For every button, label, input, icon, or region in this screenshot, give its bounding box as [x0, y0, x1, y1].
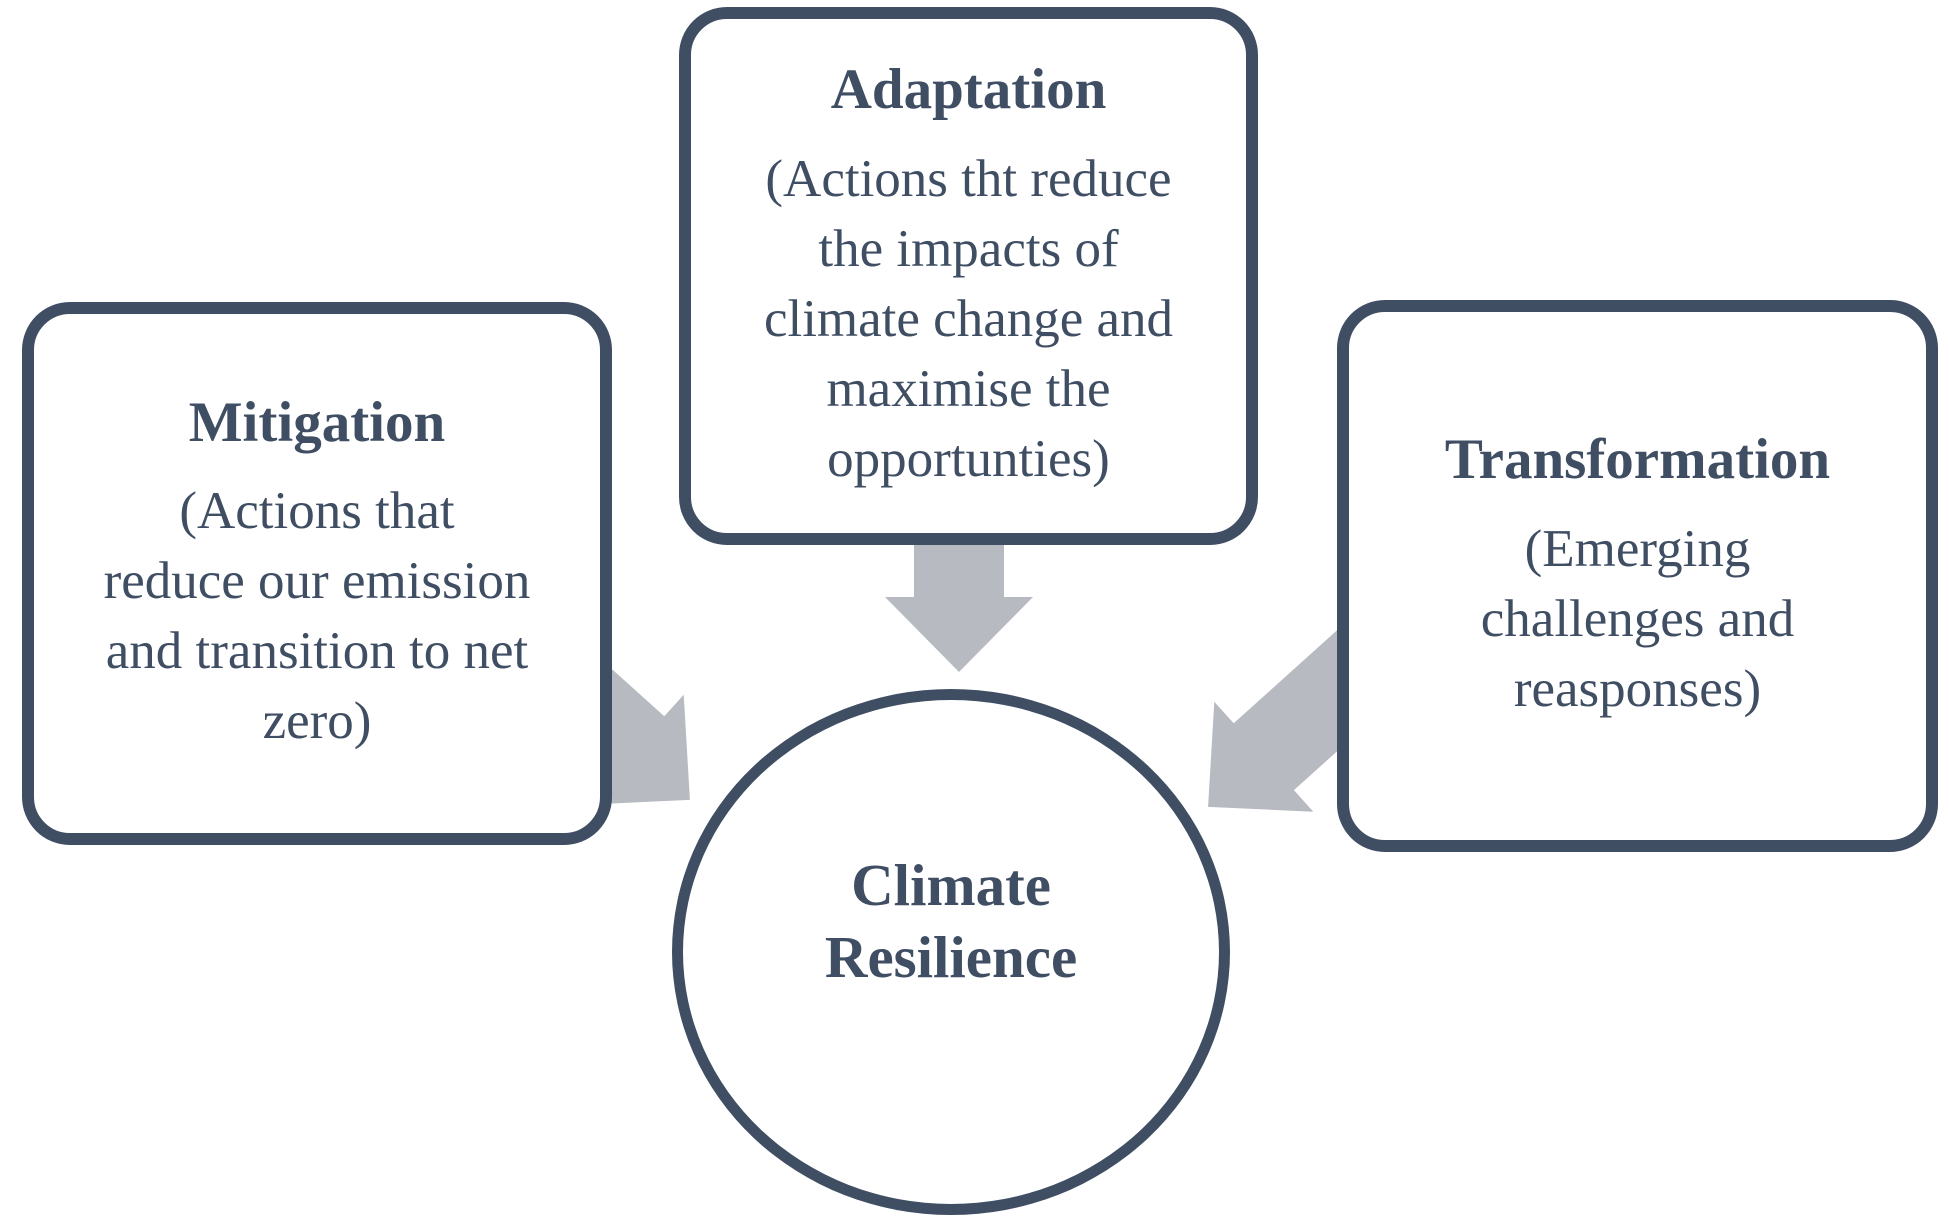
transformation-body: (Emerging challenges and reasponses): [1480, 519, 1795, 718]
transformation-title: Transformation: [1444, 428, 1831, 492]
adaptation-body: (Actions tht reduce the impacts of clima…: [763, 149, 1174, 488]
climate-resilience-circle: Climate Resilience: [672, 689, 1230, 1215]
mitigation-box: Mitigation (Actions that reduce our emis…: [22, 302, 612, 845]
mitigation-title: Mitigation: [188, 390, 446, 454]
adaptation-box: Adaptation (Actions tht reduce the impac…: [679, 7, 1258, 545]
mitigation-body: (Actions that reduce our emission and tr…: [103, 482, 531, 751]
climate-resilience-label: Climate Resilience: [824, 852, 1078, 990]
transformation-box: Transformation (Emerging challenges and …: [1337, 300, 1938, 852]
adaptation-title: Adaptation: [830, 58, 1107, 122]
